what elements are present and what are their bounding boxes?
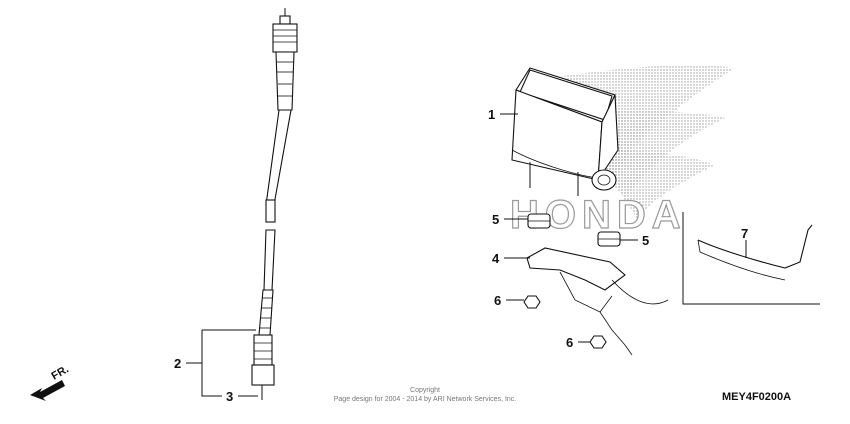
callout-6-left: 6 <box>494 293 501 308</box>
callout-4: 4 <box>492 251 500 266</box>
callout-1: 1 <box>488 107 495 122</box>
copyright-line-2: Page design for 2004 - 2014 by ARI Netwo… <box>334 396 517 403</box>
nut-right <box>589 335 607 349</box>
speedometer-cable <box>251 8 298 400</box>
grommet-left <box>527 213 551 229</box>
speedometer-assembly <box>511 67 619 196</box>
callout-6-right: 6 <box>566 335 573 350</box>
leader-lines <box>186 113 747 397</box>
callout-3: 3 <box>226 389 233 404</box>
meter-bracket <box>526 247 669 356</box>
callout-7: 7 <box>741 226 748 241</box>
front-direction-marker: FR. <box>30 363 71 401</box>
stay-box <box>682 212 820 305</box>
copyright-line-1: Copyright <box>410 387 440 394</box>
fr-label: FR. <box>50 363 71 382</box>
callout-2: 2 <box>174 356 181 371</box>
nut-left <box>523 295 541 309</box>
callout-5-left: 5 <box>492 212 499 227</box>
grommet-right <box>597 231 621 247</box>
callout-5-right: 5 <box>642 233 649 248</box>
diagram-code: MEY4F0200A <box>722 391 791 403</box>
